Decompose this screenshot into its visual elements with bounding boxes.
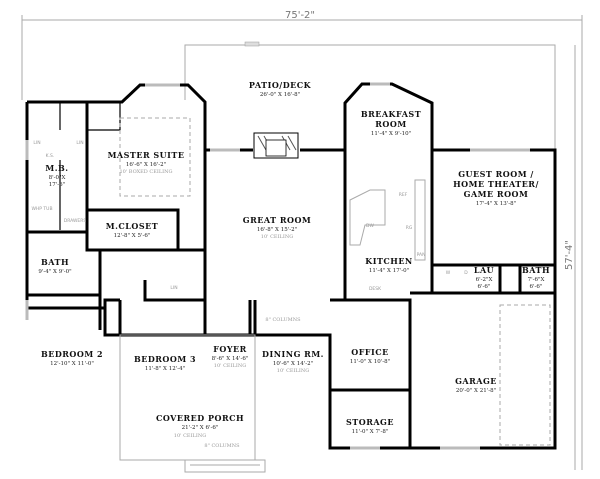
dining-size: 10'-6" X 14'-2" xyxy=(273,361,313,367)
ref-label: REF xyxy=(399,192,408,198)
dimension-lines: 75'-2" 57'-4" xyxy=(21,10,583,470)
dining-label: DINING RM. xyxy=(262,349,324,359)
foyer-ceiling: 10' CEILING xyxy=(214,363,246,369)
bedroom2-label: BEDROOM 2 xyxy=(41,349,103,359)
rg-label: RG xyxy=(406,225,413,231)
garage-size: 20'-0" X 21'-8" xyxy=(456,388,496,394)
dryer-label: D xyxy=(464,270,468,276)
washer-label: W xyxy=(446,270,451,276)
porch-columns: 8" COLUMNS xyxy=(204,443,240,449)
fixture-labels: LIN LIN K.S. WHP TUB DRAWERS LIN REF DW … xyxy=(31,140,468,292)
room-labels: PATIO/DECK 26'-0" X 16'-8" MASTER SUITE … xyxy=(38,80,550,449)
desk-label: DESK xyxy=(369,286,382,292)
kitchen-counter xyxy=(414,179,426,261)
bedroom3-size: 11'-8" X 12'-4" xyxy=(145,366,185,372)
bath1-label: BATH xyxy=(41,257,69,267)
storage-label: STORAGE xyxy=(346,417,394,427)
guest-room-size: 17'-4" X 13'-8" xyxy=(476,201,516,207)
bath2-size2: 6'-6" xyxy=(530,284,543,290)
dining-columns: 8" COLUMNS xyxy=(265,317,301,323)
master-bath-label: M.B. xyxy=(45,163,68,173)
foyer-label: FOYER xyxy=(213,344,247,354)
master-closet-size: 12'-8" X 5'-6" xyxy=(114,233,151,239)
office-size: 11'-0" X 10'-8" xyxy=(350,359,390,365)
ks-label: K.S. xyxy=(46,153,55,159)
great-room-size: 16'-8" X 15'-2" xyxy=(257,227,297,233)
width-dimension: 75'-2" xyxy=(285,10,315,21)
boxed-ceiling-outline xyxy=(119,117,191,197)
interior-walls xyxy=(27,102,555,448)
porch-ceiling: 10' CEILING xyxy=(174,433,206,439)
porch xyxy=(119,334,266,473)
breakfast-label: BREAKFAST xyxy=(361,109,421,119)
porch-label: COVERED PORCH xyxy=(156,413,244,423)
dw-label: DW xyxy=(366,223,374,229)
bath2-label: BATH xyxy=(522,265,550,275)
dining-ceiling: 10' CEILING xyxy=(277,368,309,374)
garage-label: GARAGE xyxy=(455,376,497,386)
guest-room-label: GUEST ROOM / xyxy=(458,169,534,179)
patio-light xyxy=(244,41,260,47)
pan-label: PAN xyxy=(417,252,426,258)
kitchen-size: 11'-4" X 17'-0" xyxy=(369,268,409,274)
bedroom3-label: BEDROOM 3 xyxy=(134,354,196,364)
patio-label: PATIO/DECK xyxy=(249,80,312,90)
depth-dimension: 57'-4" xyxy=(564,240,575,270)
patio-size: 26'-0" X 16'-8" xyxy=(260,92,300,98)
bedroom2-size: 12'-10" X 11'-0" xyxy=(50,361,94,367)
kitchen-label: KITCHEN xyxy=(365,256,412,266)
fireplace xyxy=(253,132,299,159)
tub-label: WHP TUB xyxy=(31,206,52,212)
bath2-size1: 7'-6"X xyxy=(528,277,545,283)
storage-size: 11'-0" X 7'-8" xyxy=(352,429,389,435)
master-suite-label: MASTER SUITE xyxy=(108,150,185,160)
guest-room-label-3: GAME ROOM xyxy=(464,189,529,199)
master-closet-label: M.CLOSET xyxy=(106,221,158,231)
windows xyxy=(25,82,530,450)
kitchen-island xyxy=(349,189,386,246)
laundry-size1: 6'-2"X xyxy=(476,277,493,283)
laundry-label: LAU xyxy=(474,265,494,275)
master-bath-size2: 17'-6" xyxy=(49,182,65,188)
office-label: OFFICE xyxy=(351,347,389,357)
guest-room-label-2: HOME THEATER/ xyxy=(453,179,539,189)
foyer-size: 8'-6" X 14'-6" xyxy=(212,356,249,362)
porch-size: 21'-2" X 6'-6" xyxy=(182,425,219,431)
bath1-size: 9'-4" X 9'-0" xyxy=(38,269,71,275)
master-suite-size: 16'-6" X 16'-2" xyxy=(126,162,166,168)
lin-label-2: LIN xyxy=(76,140,83,146)
lin-label-3: LIN xyxy=(170,285,177,291)
lin-label: LIN xyxy=(33,140,40,146)
breakfast-label-2: ROOM xyxy=(375,119,406,129)
drawers-label: DRAWERS xyxy=(64,218,87,224)
garage-car-outline xyxy=(499,304,551,446)
master-bath-size1: 8'-0"X xyxy=(49,175,66,181)
patio-outline xyxy=(184,44,556,150)
laundry-size2: 6'-6" xyxy=(478,284,491,290)
breakfast-size: 11'-4" X 9'-10" xyxy=(371,131,411,137)
great-room-label: GREAT ROOM xyxy=(243,215,312,225)
great-room-ceiling: 10' CEILING xyxy=(261,234,293,240)
master-suite-ceiling: 10' BOXED CEILING xyxy=(119,169,172,175)
